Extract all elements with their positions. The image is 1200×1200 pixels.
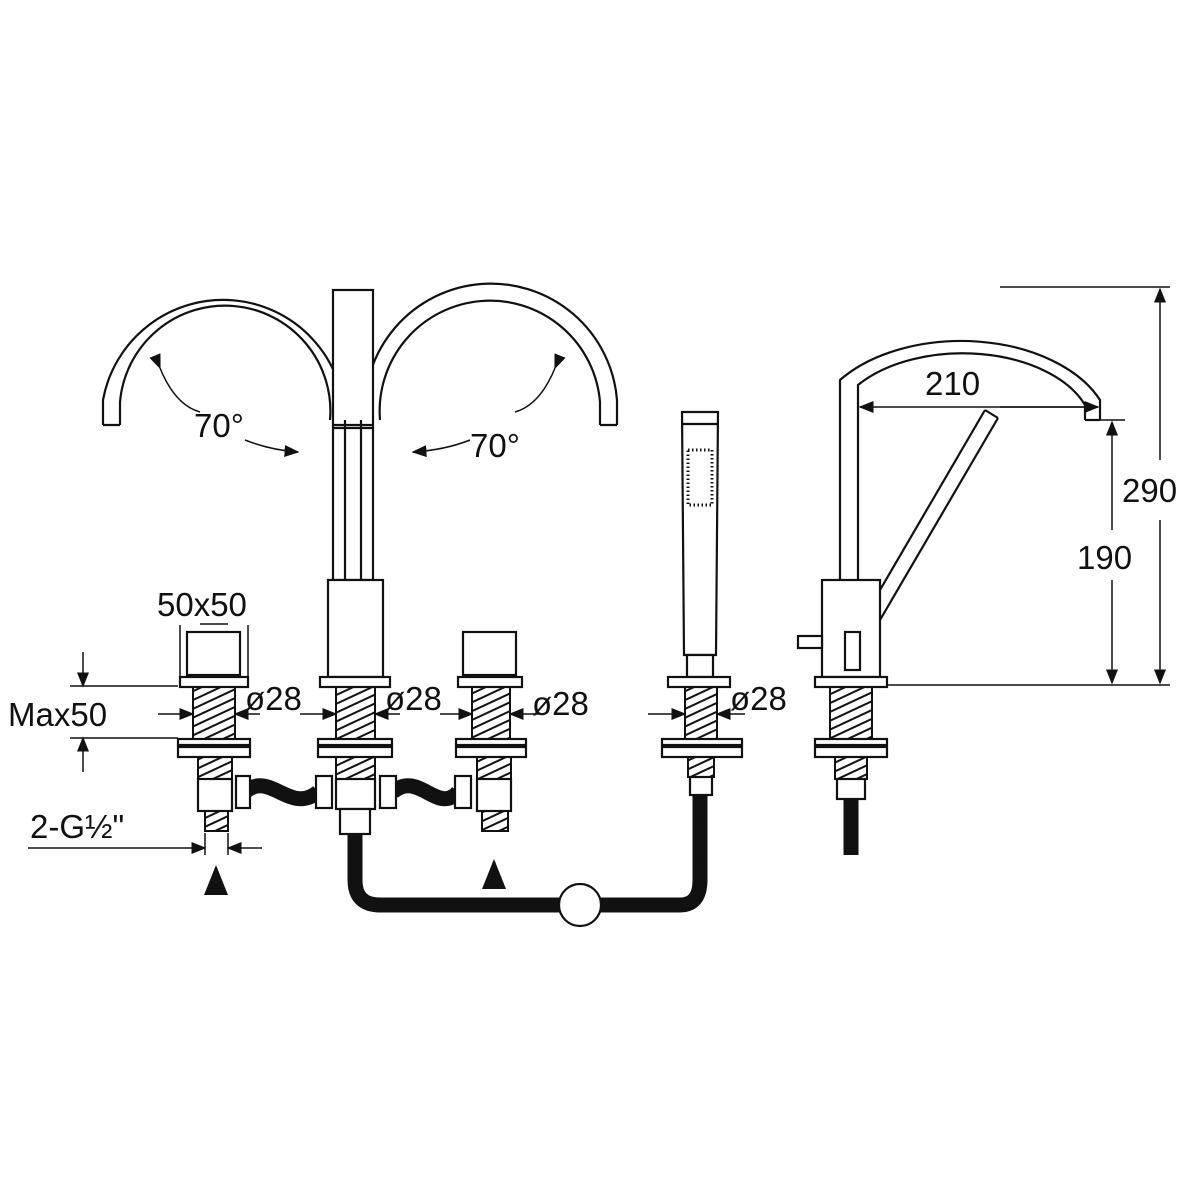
hand-shower (660, 410, 744, 797)
inlet-thread-label: 2-G½" (30, 808, 124, 845)
hole-diameter-label-1: ø28 (245, 680, 302, 717)
center-valve (316, 675, 394, 836)
total-height-label: 290 (1122, 472, 1177, 509)
connecting-hoses (234, 774, 708, 928)
spout-reach-label: 210 (925, 365, 980, 402)
left-valve (176, 630, 252, 832)
left-angle-label: 70° (194, 407, 244, 444)
right-valve (454, 630, 528, 832)
hole-diameter-label-3: ø28 (532, 685, 589, 722)
hole-diameter-label-4: ø28 (730, 680, 787, 717)
swivel-spout-arcs (101, 282, 619, 427)
hole-diameter-label-2: ø28 (385, 680, 442, 717)
left-dimensions (28, 623, 745, 895)
spout-height-label: 190 (1077, 539, 1132, 576)
side-view (796, 339, 1102, 855)
center-spout (326, 288, 385, 679)
side-dimensions (858, 286, 1170, 686)
right-angle-label: 70° (470, 427, 520, 464)
deck-thickness-label: Max50 (8, 696, 107, 733)
handle-size-label: 50x50 (157, 586, 247, 623)
